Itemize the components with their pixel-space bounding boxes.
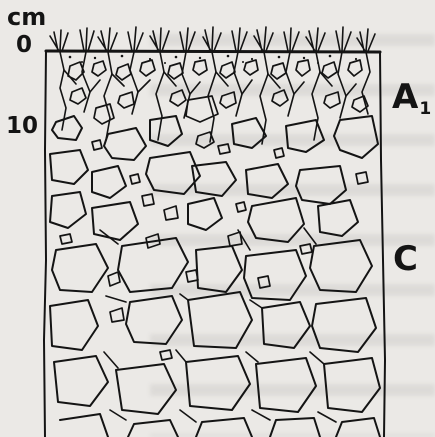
a1-aggregates bbox=[68, 60, 368, 124]
c-horizon-clasts bbox=[50, 116, 378, 242]
gravel-pebbles bbox=[60, 132, 368, 360]
profile-right-wall bbox=[380, 52, 385, 437]
grass-tufts bbox=[50, 27, 375, 51]
c-horizon-blocks bbox=[50, 238, 380, 437]
profile-left-wall bbox=[44, 51, 46, 437]
surface-line bbox=[46, 51, 380, 52]
fissures bbox=[100, 228, 336, 422]
